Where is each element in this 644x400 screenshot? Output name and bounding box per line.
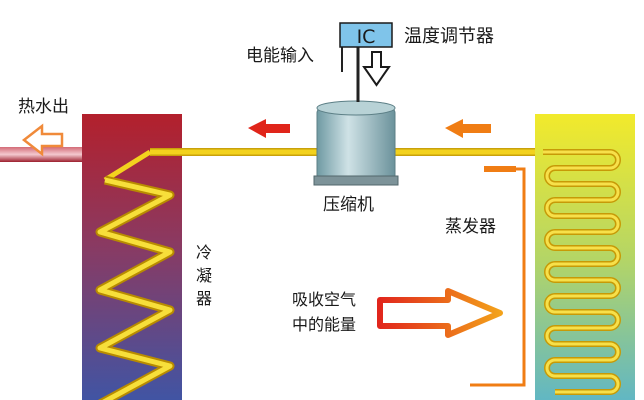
return-line bbox=[470, 166, 526, 387]
zigzag-coil-highlight bbox=[97, 177, 173, 400]
absorb-energy-line-2: 中的能量 bbox=[292, 315, 356, 334]
power-input-label: 电能输入 bbox=[246, 46, 314, 66]
condenser-label-char-1: 冷 bbox=[196, 243, 212, 262]
left-arrow-icon bbox=[248, 119, 290, 138]
down-arrow-icon bbox=[362, 51, 391, 87]
left-arrow-icon-right bbox=[445, 119, 491, 138]
absorb-arrow-icon bbox=[377, 288, 503, 338]
condenser-label-char-3: 器 bbox=[196, 289, 212, 308]
thermostat-label: 温度调节器 bbox=[404, 26, 494, 47]
condenser-label-char-2: 凝 bbox=[196, 266, 212, 285]
ic-box bbox=[339, 22, 393, 48]
evaporator-label: 蒸发器 bbox=[445, 217, 496, 237]
hot-water-out-label: 热水出 bbox=[18, 97, 69, 117]
hollow-arrow-icon bbox=[21, 123, 64, 157]
compressor bbox=[313, 100, 399, 186]
serpentine-coil-highlight bbox=[543, 150, 620, 394]
ic-label: IC bbox=[357, 26, 376, 48]
hot-water-pipe bbox=[0, 147, 88, 162]
absorb-energy-line-1: 吸收空气 bbox=[292, 290, 356, 309]
compressor-label: 压缩机 bbox=[323, 195, 374, 215]
